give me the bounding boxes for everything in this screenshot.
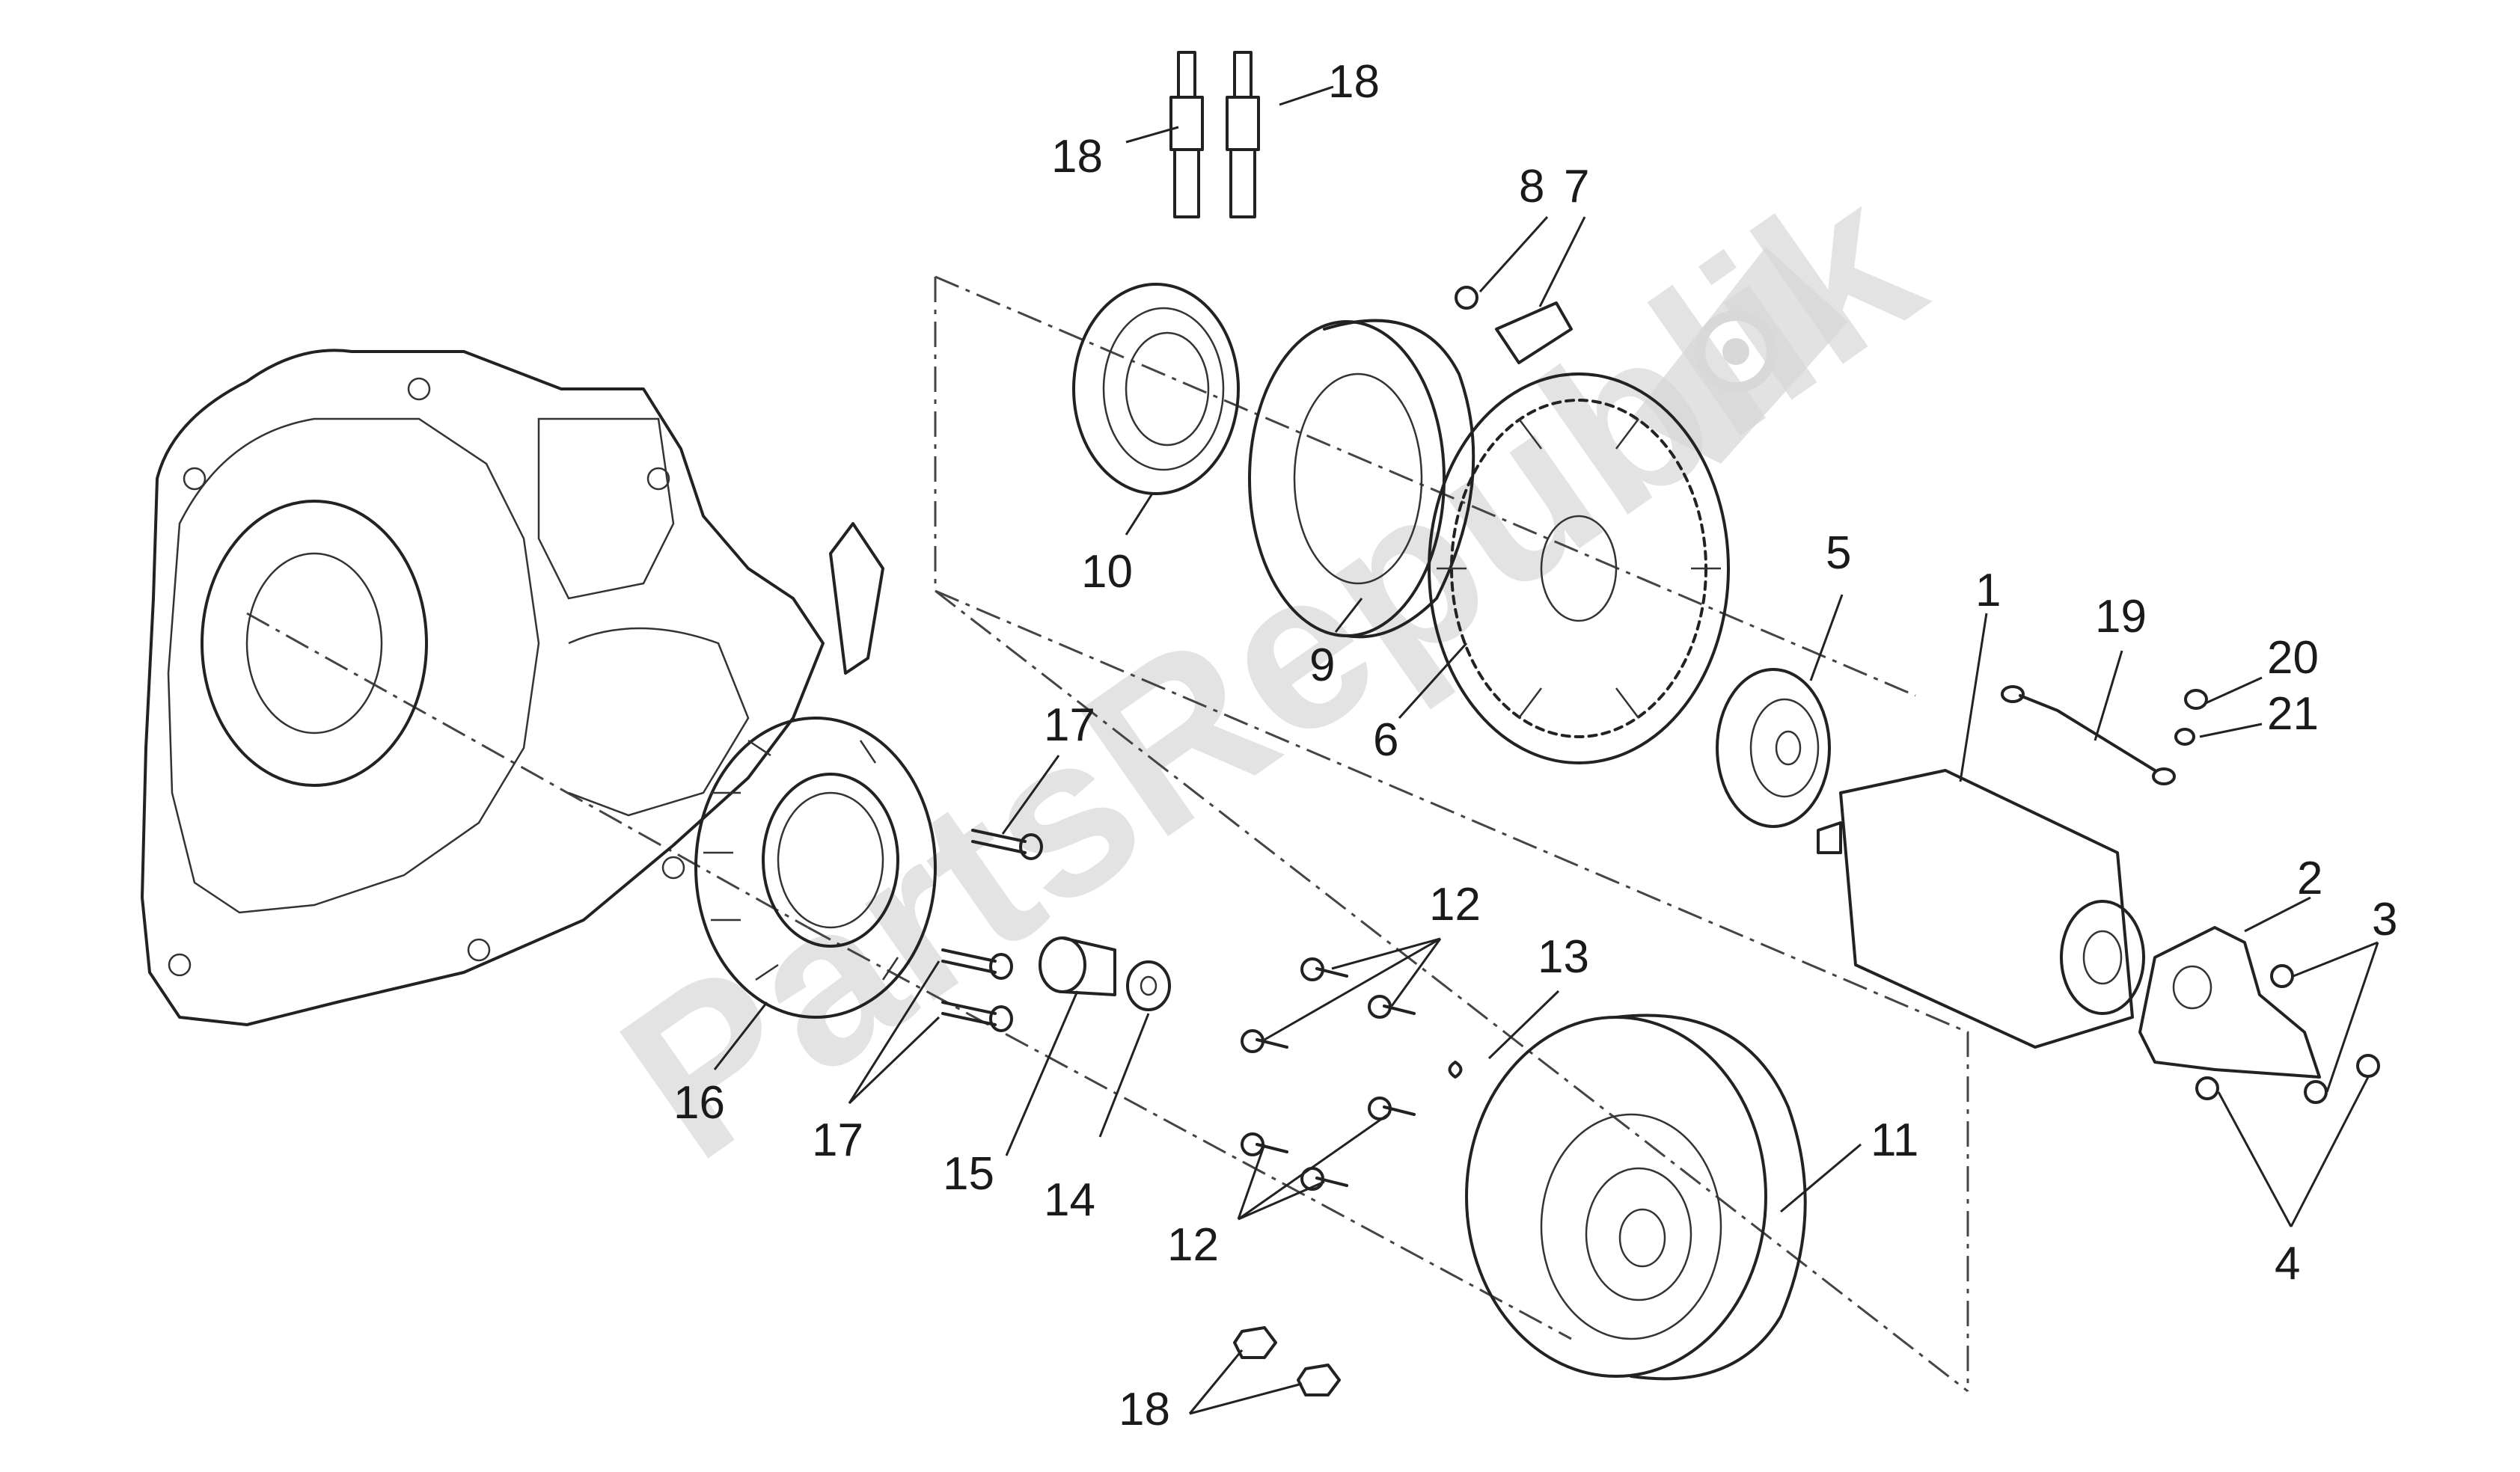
callout-7: 7: [1564, 161, 1589, 212]
callout-12: 12: [1167, 1219, 1219, 1271]
spacer-and-washer: [1039, 936, 1171, 1011]
callout-20: 20: [2267, 632, 2319, 684]
callout-18: 18: [1051, 131, 1103, 183]
callout-4: 4: [2275, 1238, 2300, 1289]
callout-18: 18: [1119, 1384, 1170, 1435]
watermark-logo: [1631, 247, 1848, 464]
callout-21: 21: [2267, 688, 2319, 740]
callout-16: 16: [673, 1077, 725, 1129]
crankcase-cover: [141, 349, 825, 1026]
callout-13: 13: [1538, 931, 1589, 983]
spark-plugs: [1169, 51, 1260, 218]
flywheel-rotor: [1465, 1013, 1807, 1381]
woodruff-key: [1448, 1061, 1463, 1079]
callout-1: 1: [1975, 565, 2001, 616]
starter-motor: [1817, 769, 2145, 1049]
callout-12: 12: [1429, 879, 1481, 930]
stator-bolts: [941, 829, 1043, 1032]
callout-17: 17: [812, 1114, 863, 1166]
watermark-text: PartsRepublik: [579, 134, 1962, 1207]
leader-lines: [713, 85, 2379, 1415]
sensor-bracket: [1455, 286, 1573, 364]
assembly-frame: [246, 275, 1969, 1393]
callout-9: 9: [1309, 640, 1335, 691]
callout-3: 3: [2372, 894, 2397, 945]
callout-5: 5: [1826, 527, 1851, 579]
flywheel-nuts: [1233, 1326, 1341, 1396]
clutch-plate: [1248, 319, 1475, 639]
flywheel-bolts: [1241, 957, 1416, 1191]
reduction-gear: [1716, 668, 1831, 828]
starter-driven-gear: [1428, 372, 1730, 764]
callout-2: 2: [2297, 853, 2322, 904]
one-way-clutch-bearing: [1072, 283, 1240, 495]
callout-labels: 18 18 8 7 10 9 6 5 1 19 20 21 2 3 4 17 1…: [673, 56, 2397, 1435]
callout-11: 11: [1871, 1114, 1918, 1166]
callout-8: 8: [1519, 161, 1544, 212]
callout-19: 19: [2095, 591, 2147, 643]
callout-6: 6: [1373, 714, 1398, 766]
callout-14: 14: [1044, 1174, 1095, 1226]
terminal-nut-washer: [2174, 689, 2208, 746]
callout-17: 17: [1044, 699, 1095, 751]
callout-18: 18: [1328, 56, 1380, 108]
stator: [694, 522, 937, 1019]
ground-cable: [2001, 685, 2176, 785]
starter-bracket: [2138, 926, 2380, 1104]
callout-15: 15: [943, 1148, 994, 1200]
callout-10: 10: [1081, 546, 1133, 598]
